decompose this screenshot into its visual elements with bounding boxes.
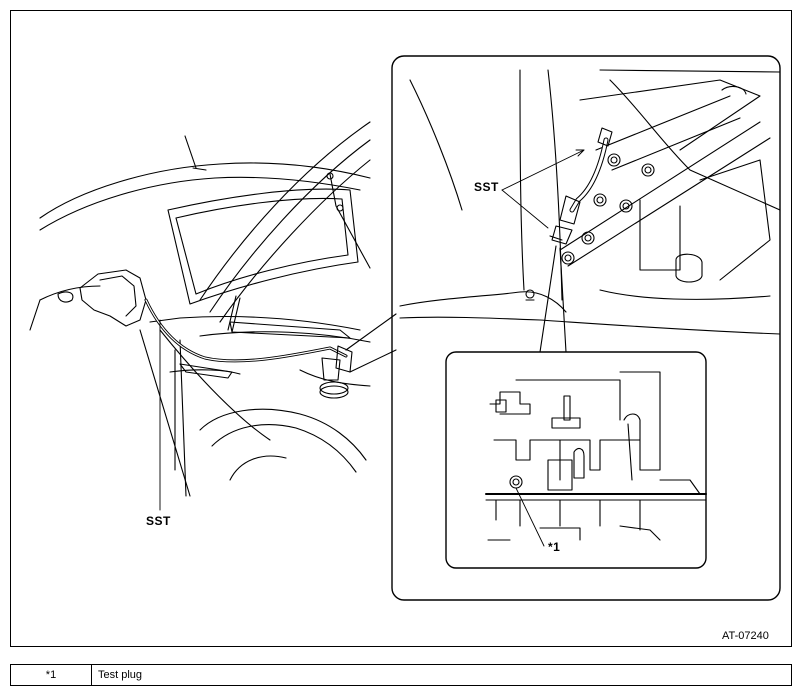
figure-frame	[10, 10, 792, 647]
legend-table: *1 Test plug	[10, 664, 792, 686]
legend-description: Test plug	[91, 664, 792, 686]
legend-row: *1 Test plug	[10, 664, 792, 686]
legend-key: *1	[10, 664, 92, 686]
sst-label-right: SST	[474, 180, 499, 194]
hose-detail-drawing	[391, 55, 781, 601]
car-body-drawing	[29, 121, 397, 511]
callout-1-label: *1	[548, 540, 561, 554]
sst-label-left: SST	[146, 514, 171, 528]
transmission-test-plug-drawing	[445, 351, 707, 569]
figure-id: AT-07240	[722, 630, 769, 642]
